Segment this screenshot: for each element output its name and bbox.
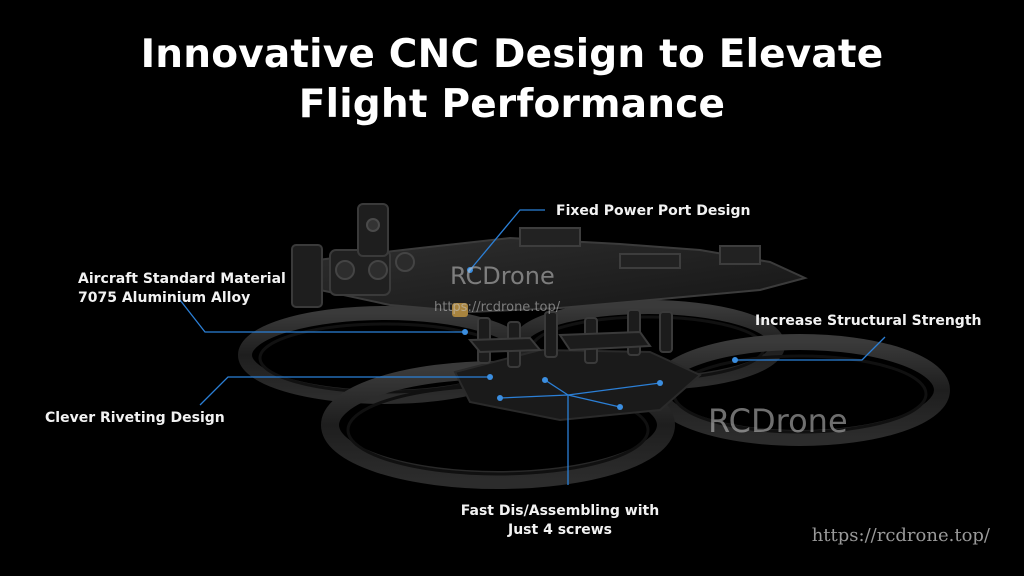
- callout-lines: [179, 209, 886, 485]
- standoff-brackets: [467, 309, 673, 368]
- callout-riveting: Clever Riveting Design: [45, 410, 225, 426]
- leader-assembling-b: [567, 394, 621, 408]
- power-port: [452, 303, 468, 317]
- leader-assembling-d: [567, 382, 661, 396]
- callout-material: Aircraft Standard Material 7075 Aluminiu…: [78, 270, 286, 308]
- callout-power-port: Fixed Power Port Design: [556, 203, 751, 219]
- leader-power-port: [469, 209, 545, 271]
- watermark-url-corner: https://rcdrone.top/: [811, 525, 990, 546]
- title-line-2: Flight Performance: [298, 82, 726, 127]
- leader-structural: [735, 336, 886, 361]
- watermark-brand-top: RCDrone: [450, 262, 555, 290]
- camera-mount: [291, 203, 415, 308]
- callout-assembling-line-1: Fast Dis/Assembling with: [460, 503, 660, 519]
- callout-assembling-line-2: Just 4 screws: [508, 522, 612, 538]
- callout-structural: Increase Structural Strength: [755, 313, 982, 329]
- callout-material-line-2: 7075 Aluminium Alloy: [78, 290, 251, 306]
- callout-dots: [462, 267, 738, 410]
- leader-riveting: [199, 376, 490, 406]
- page-title: Innovative CNC Design to Elevate Flight …: [0, 30, 1024, 130]
- watermark-brand-right: RCDrone: [708, 402, 848, 440]
- top-plate: [298, 227, 808, 314]
- callout-material-line-1: Aircraft Standard Material: [78, 271, 286, 287]
- watermark-url-top: https://rcdrone.top/: [434, 300, 561, 315]
- leader-assembling-a: [499, 394, 569, 399]
- leader-material: [179, 299, 465, 333]
- callout-assembling: Fast Dis/Assembling with Just 4 screws: [440, 502, 680, 540]
- title-line-1: Innovative CNC Design to Elevate: [140, 32, 884, 77]
- leader-assembling-c: [544, 379, 569, 396]
